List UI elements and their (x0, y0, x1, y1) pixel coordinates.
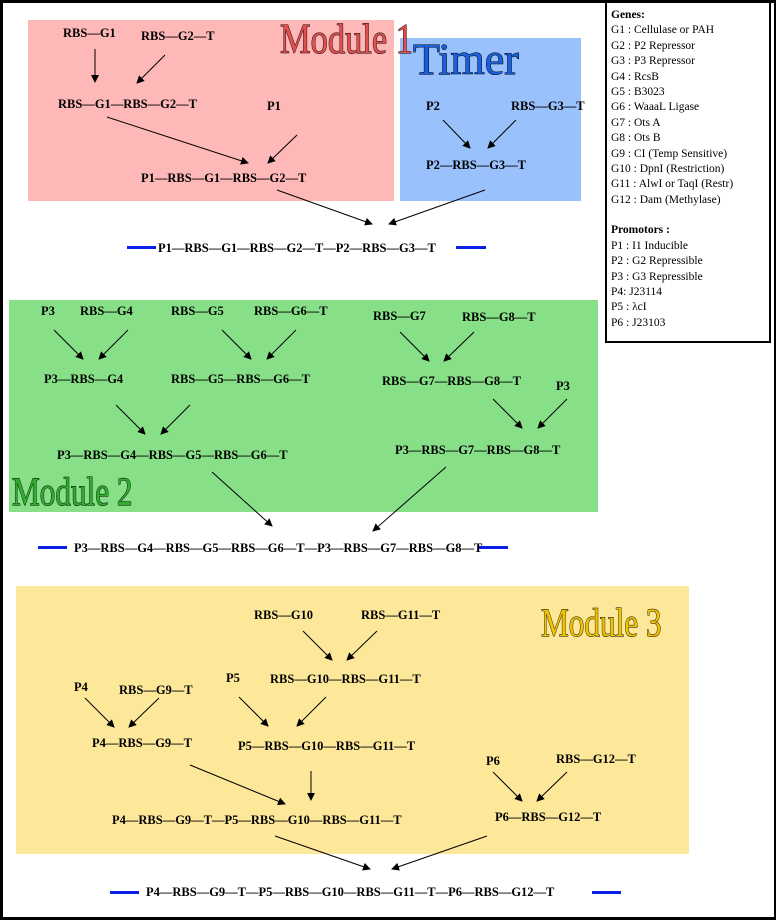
part-label: P2—RBS—G3—T (426, 158, 527, 172)
legend-promoter: P5 : λcI (611, 301, 647, 314)
module-2-title: Module 2 (12, 469, 133, 514)
part-label: RBS—G2—T (141, 29, 215, 43)
legend-promoter: P3 : G3 Repressible (611, 270, 703, 283)
part-label: P5 (226, 671, 240, 685)
legend-promoter: P4: J23114 (611, 285, 663, 298)
part-label: RBS—G7—RBS—G8—T (382, 374, 521, 388)
backbone-line-left (127, 246, 156, 249)
part-label: P6 (486, 754, 500, 768)
backbone-line-right (592, 891, 621, 894)
legend-spacer (611, 208, 769, 223)
legend-gene: G12 : Dam (Methylase) (611, 193, 721, 206)
backbone-line-right (456, 246, 486, 249)
part-label: P3 (41, 304, 55, 318)
legend-gene: G2 : P2 Repressor (611, 39, 696, 52)
part-label: P4—RBS—G9—T—P5—RBS—G10—RBS—G11—T (112, 813, 402, 827)
part-label: RBS—G12—T (556, 752, 636, 766)
construct-3: P4—RBS—G9—T—P5—RBS—G10—RBS—G11—T—P6—RBS—… (146, 885, 555, 899)
module-1-title: Module 1 (280, 17, 414, 63)
legend-gene: G11 : AlwI or TaqI (Restr) (611, 178, 734, 191)
legend-promoter: P1 : I1 Inducible (611, 239, 688, 252)
part-label: RBS—G10—RBS—G11—T (270, 672, 421, 686)
part-label: RBS—G7 (373, 309, 426, 323)
timer-panel (400, 38, 581, 201)
part-label: RBS—G9—T (119, 683, 193, 697)
part-label: P3 (556, 379, 570, 393)
timer-title: Timer (413, 35, 520, 84)
backbone-line-right (479, 546, 508, 549)
part-label: RBS—G10 (254, 608, 314, 622)
part-label: P6—RBS—G12—T (495, 810, 602, 824)
legend-promoter: P2 : G2 Repressible (611, 255, 703, 268)
module-3-title: Module 3 (541, 600, 662, 645)
promoters-header: Promotors : (611, 224, 670, 237)
backbone-line-left (110, 891, 139, 894)
legend-promoter: P6 : J23103 (611, 316, 666, 329)
part-label: P2 (426, 99, 440, 113)
part-label: P1 (267, 99, 281, 113)
legend-gene: G5 : B3023 (611, 86, 665, 99)
construct-1: P1—RBS—G1—RBS—G2—T—P2—RBS—G3—T (158, 241, 436, 255)
legend-gene: G10 : DpnI (Restriction) (611, 163, 725, 176)
construct-2: P3—RBS—G4—RBS—G5—RBS—G6—T—P3—RBS—G7—RBS—… (74, 541, 483, 555)
legend-gene: G8 : Ots B (611, 132, 661, 145)
part-label: RBS—G8—T (462, 310, 536, 324)
part-label: P3—RBS—G4 (44, 372, 124, 386)
part-label: RBS—G3—T (511, 99, 585, 113)
part-label: RBS—G5—RBS—G6—T (171, 372, 310, 386)
legend-gene: G6 : WaaaL Ligase (611, 101, 700, 114)
part-label: P1—RBS—G1—RBS—G2—T (141, 171, 307, 185)
legend-gene: G7 : Ots A (611, 116, 661, 129)
genes-header: Genes: (611, 9, 645, 21)
legend-gene: G9 : CI (Temp Sensitive) (611, 147, 728, 160)
legend-gene: G1 : Cellulase or PAH (611, 24, 715, 37)
module-1-panel (28, 20, 394, 201)
part-label: RBS—G4 (80, 304, 133, 318)
part-label: RBS—G1—RBS—G2—T (58, 97, 197, 111)
part-label: P4—RBS—G9—T (92, 736, 193, 750)
legend-box: Genes: G1 : Cellulase or PAH G2 : P2 Rep… (605, 3, 771, 343)
legend-gene: G3 : P3 Repressor (611, 55, 696, 68)
part-label: P5—RBS—G10—RBS—G11—T (238, 739, 416, 753)
part-label: RBS—G11—T (361, 608, 441, 622)
part-label: P3—RBS—G4—RBS—G5—RBS—G6—T (57, 448, 288, 462)
part-label: P4 (74, 680, 88, 694)
part-label: RBS—G6—T (254, 304, 328, 318)
part-label: RBS—G5 (171, 304, 224, 318)
part-label: RBS—G1 (63, 26, 116, 40)
legend-gene: G4 : RcsB (611, 70, 659, 83)
backbone-line-left (38, 546, 67, 549)
part-label: P3—RBS—G7—RBS—G8—T (395, 443, 561, 457)
